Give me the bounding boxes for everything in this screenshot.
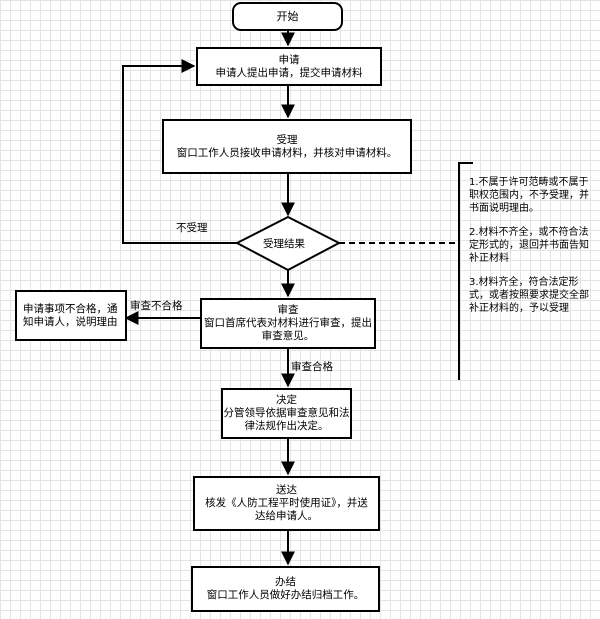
start-label: 开始	[276, 10, 299, 23]
fail-label: 审查不合格	[130, 300, 183, 312]
accept-text: 窗口工作人员接收申请材料，并核对申请材料。	[176, 146, 398, 159]
decide-node: 决定 分管领导依据审查意见和法 律法规作出决定。	[221, 388, 352, 439]
finish-text: 窗口工作人员做好办结归档工作。	[206, 589, 365, 601]
accept-title: 受理	[276, 133, 298, 146]
finish-title: 办结	[275, 576, 296, 588]
fail-line1: 申请事项不合格，通	[23, 302, 118, 315]
pass-label: 审查合格	[291, 361, 333, 373]
decision-label: 受理结果	[263, 238, 305, 250]
deliver-line1: 核发《人防工程平时使用证》，并送	[205, 497, 368, 509]
accept-node: 受理 窗口工作人员接收申请材料，并核对申请材料。	[162, 119, 412, 174]
deliver-title: 送达	[276, 484, 297, 496]
start-node: 开始	[232, 2, 343, 31]
apply-text: 申请人提出申请，提交申请材料	[215, 66, 363, 79]
review-line2: 审查意见。	[261, 330, 315, 342]
fail-line2: 知申请人，说明理由	[23, 315, 118, 328]
review-node: 审查 窗口首席代表对材料进行审查，提出 审查意见。	[200, 298, 376, 349]
deliver-line2: 达给申请人。	[255, 510, 318, 522]
note-panel: 1.不属于许可范畴或不属于职权范围内，不予受理，并书面说明理由。 2.材料不齐全…	[459, 162, 600, 380]
finish-node: 办结 窗口工作人员做好办结归档工作。	[191, 566, 380, 612]
decide-line1: 分管领导依据审查意见和法	[223, 407, 350, 419]
fail-node: 申请事项不合格，通 知申请人，说明理由	[15, 290, 127, 341]
reject-label: 不受理	[176, 222, 208, 234]
decide-line2: 律法规作出决定。	[244, 420, 329, 432]
review-line1: 窗口首席代表对材料进行审查，提出	[204, 317, 372, 329]
decide-title: 决定	[276, 394, 297, 406]
review-title: 审查	[277, 304, 299, 316]
note-item-1: 1.不属于许可范畴或不属于职权范围内，不予受理，并书面说明理由。	[469, 177, 589, 214]
note-bracket	[458, 162, 473, 380]
deliver-node: 送达 核发《人防工程平时使用证》，并送 达给申请人。	[193, 476, 380, 531]
apply-title: 申请	[278, 53, 300, 66]
note-item-3: 3.材料齐全，符合法定形式，或者按照要求提交全部补正材料的，予以受理	[469, 277, 589, 314]
decision-diamond	[234, 215, 342, 272]
note-item-2: 2.材料不齐全，或不符合法定形式的，退回并书面告知补正材料	[469, 227, 589, 264]
apply-node: 申请 申请人提出申请，提交申请材料	[196, 47, 382, 86]
arrow-reject-loop	[122, 59, 237, 244]
